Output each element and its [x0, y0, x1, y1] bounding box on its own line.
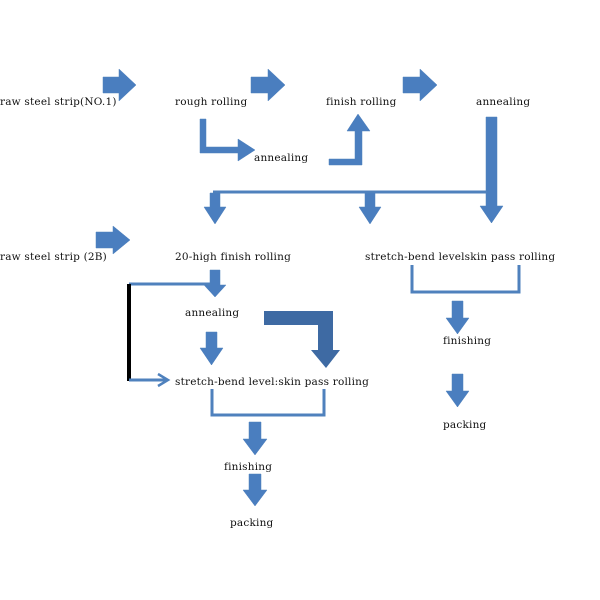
arrow-right-icon: [250, 68, 286, 102]
arrowhead-icon: [157, 372, 171, 388]
arrow-down-icon: [203, 269, 227, 298]
node-packing-right: packing: [443, 419, 487, 431]
arrow-right-icon: [95, 225, 131, 255]
node-stretch-skin-left: stretch-bend level:skin pass rolling: [175, 376, 370, 388]
node-20-high-finish-rolling: 20-high finish rolling: [175, 251, 292, 263]
arrow-down-icon: [199, 331, 224, 366]
arrow-down-icon: [358, 192, 382, 225]
node-finish-rolling: finish rolling: [326, 96, 397, 108]
arrow-right-icon: [102, 68, 137, 102]
node-finishing-right: finishing: [443, 335, 492, 347]
arrow-down-icon: [242, 473, 268, 507]
node-stretch-skin-right: stretch-bend levelskin pass rolling: [365, 251, 556, 263]
node-annealing-left: annealing: [185, 307, 240, 319]
node-annealing-intermediate: annealing: [254, 152, 309, 164]
bracket-connector: [210, 389, 326, 417]
bracket-connector: [410, 265, 521, 294]
node-finishing-left: finishing: [224, 461, 273, 473]
arrow-down-icon: [445, 373, 470, 408]
arrow-down-icon: [242, 421, 268, 456]
node-rough-rolling: rough rolling: [175, 96, 248, 108]
arrow-down-icon: [203, 192, 227, 225]
bent-arrow-right-icon: [199, 118, 256, 162]
node-raw-steel-strip-no1: raw steel strip(NO.1): [0, 96, 117, 108]
node-packing-left: packing: [230, 517, 274, 529]
node-raw-steel-strip-2b: raw steel strip (2B): [0, 251, 107, 263]
arrow-down-icon: [445, 300, 470, 335]
arrow-right-icon: [402, 68, 438, 102]
node-annealing-top: annealing: [476, 96, 531, 108]
bent-arrow-up-icon: [328, 113, 371, 166]
arrow-down-icon: [479, 116, 504, 224]
bent-arrow-down-icon: [264, 311, 340, 368]
